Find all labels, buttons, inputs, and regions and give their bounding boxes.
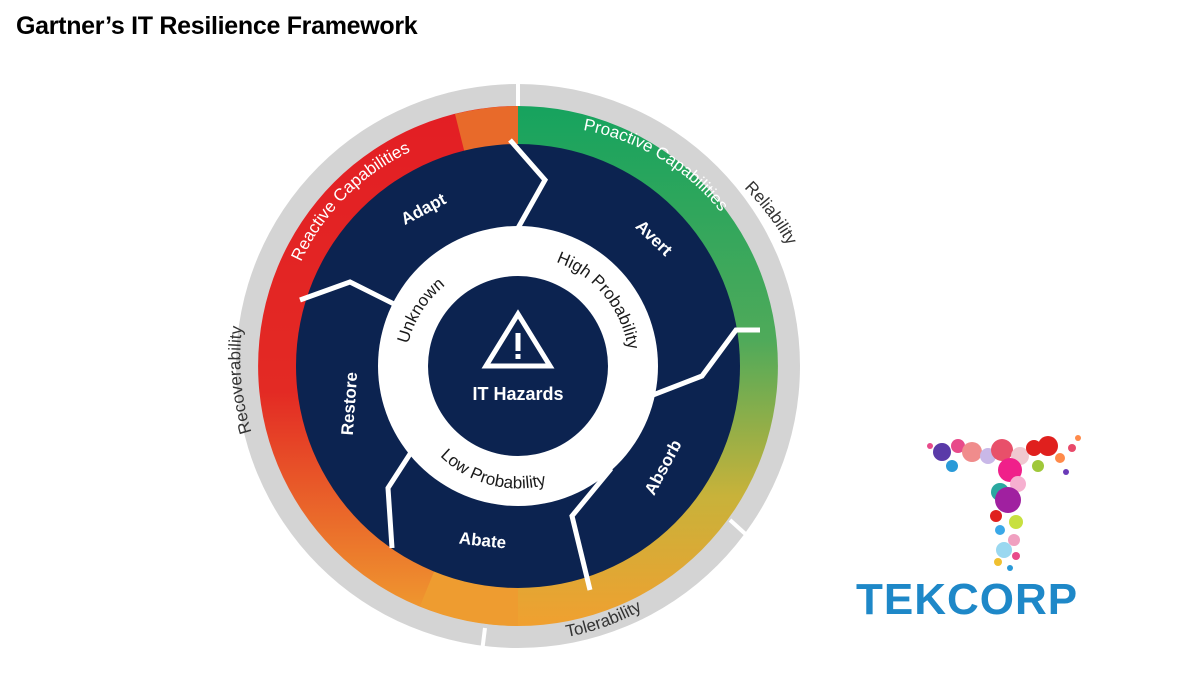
tekcorp-t-dots-logo: TEKCORP: [856, 435, 1081, 624]
segment-restore: Restore: [338, 371, 361, 435]
hub-label: IT Hazards: [472, 384, 563, 404]
page-title: Gartner’s IT Resilience Framework: [16, 12, 418, 40]
logo-text: TEKCORP: [856, 575, 1078, 624]
segment-abate: Abate: [458, 529, 507, 553]
warning-triangle-icon: [481, 309, 555, 369]
